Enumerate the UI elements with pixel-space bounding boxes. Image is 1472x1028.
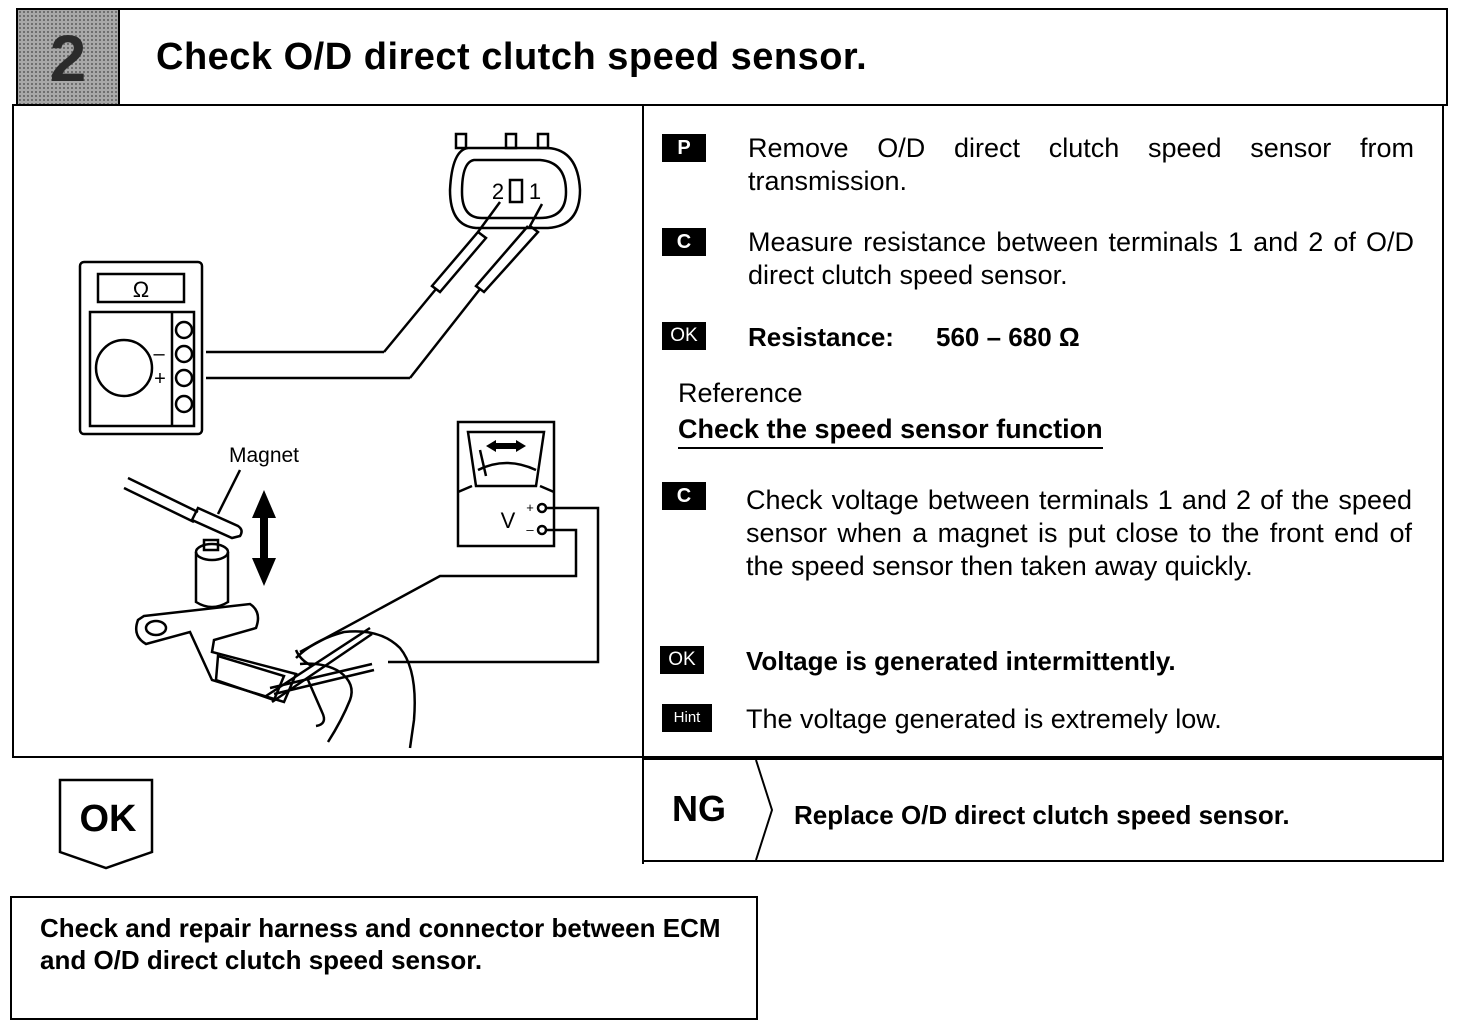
reference-title: Reference: [678, 378, 803, 408]
voltmeter-plus-label: +: [526, 500, 534, 515]
terminal-1-label: 1: [529, 179, 541, 204]
panel-divider: [642, 104, 644, 864]
ng-box: [642, 758, 1444, 862]
sensor-connector: [448, 132, 582, 230]
voltage-result: Voltage is generated intermittently.: [746, 646, 1176, 676]
check-voltage-instruction: Check voltage between terminals 1 and 2 …: [746, 485, 1412, 581]
magnet: [123, 469, 243, 540]
hint-text: The voltage generated is extremely low.: [746, 704, 1222, 734]
ohm-symbol: Ω: [133, 277, 149, 302]
hand-with-probes: [265, 626, 416, 749]
ok-badge: OK: [662, 322, 706, 350]
ok-label: OK: [79, 798, 137, 840]
magnet-label: Magnet: [229, 444, 299, 467]
ok-arrow-box: [58, 778, 154, 870]
ng-label: NG: [672, 788, 726, 829]
ohmmeter: [78, 260, 204, 436]
reference-subtitle: Check the speed sensor function: [678, 414, 1103, 449]
check-badge: C: [662, 482, 706, 510]
ohmmeter-probes: [206, 201, 544, 380]
measure-resistance-instruction: Measure resistance between terminals 1 a…: [748, 227, 1414, 290]
left-right-arrow-icon: [486, 440, 526, 452]
voltmeter-label: V: [501, 508, 516, 533]
step-title: Check O/D direct clutch speed sensor.: [156, 36, 868, 78]
terminal-2-label: 2: [492, 179, 504, 204]
minus-terminal-label: –: [153, 343, 165, 365]
sensor-test-illustration: Ω 2 1 – + Magnet V + –: [78, 132, 600, 749]
check-badge: C: [662, 228, 706, 256]
step-number: 2: [49, 21, 87, 95]
next-step-text: Check and repair harness and connector b…: [40, 913, 721, 975]
resistance-label: Resistance:: [748, 322, 894, 352]
step-header: 2 Check O/D direct clutch speed sensor.: [16, 8, 1448, 106]
main-panel: [12, 104, 1444, 758]
plus-terminal-label: +: [154, 368, 166, 390]
voltmeter: [299, 420, 600, 664]
ng-arrow-divider: [755, 760, 774, 860]
voltmeter-minus-label: –: [526, 522, 534, 537]
step-number-box: [18, 10, 120, 106]
up-down-arrow-icon: [252, 490, 276, 586]
hint-badge: Hint: [662, 704, 712, 732]
resistance-value: 560 – 680 Ω: [936, 322, 1080, 352]
procedure-badge: P: [662, 134, 706, 162]
remove-sensor-instruction: Remove O/D direct clutch speed sensor fr…: [748, 133, 1414, 196]
ok-badge: OK: [660, 646, 704, 674]
ng-repair-text: Replace O/D direct clutch speed sensor.: [794, 800, 1290, 830]
next-step-box: [10, 896, 758, 1020]
